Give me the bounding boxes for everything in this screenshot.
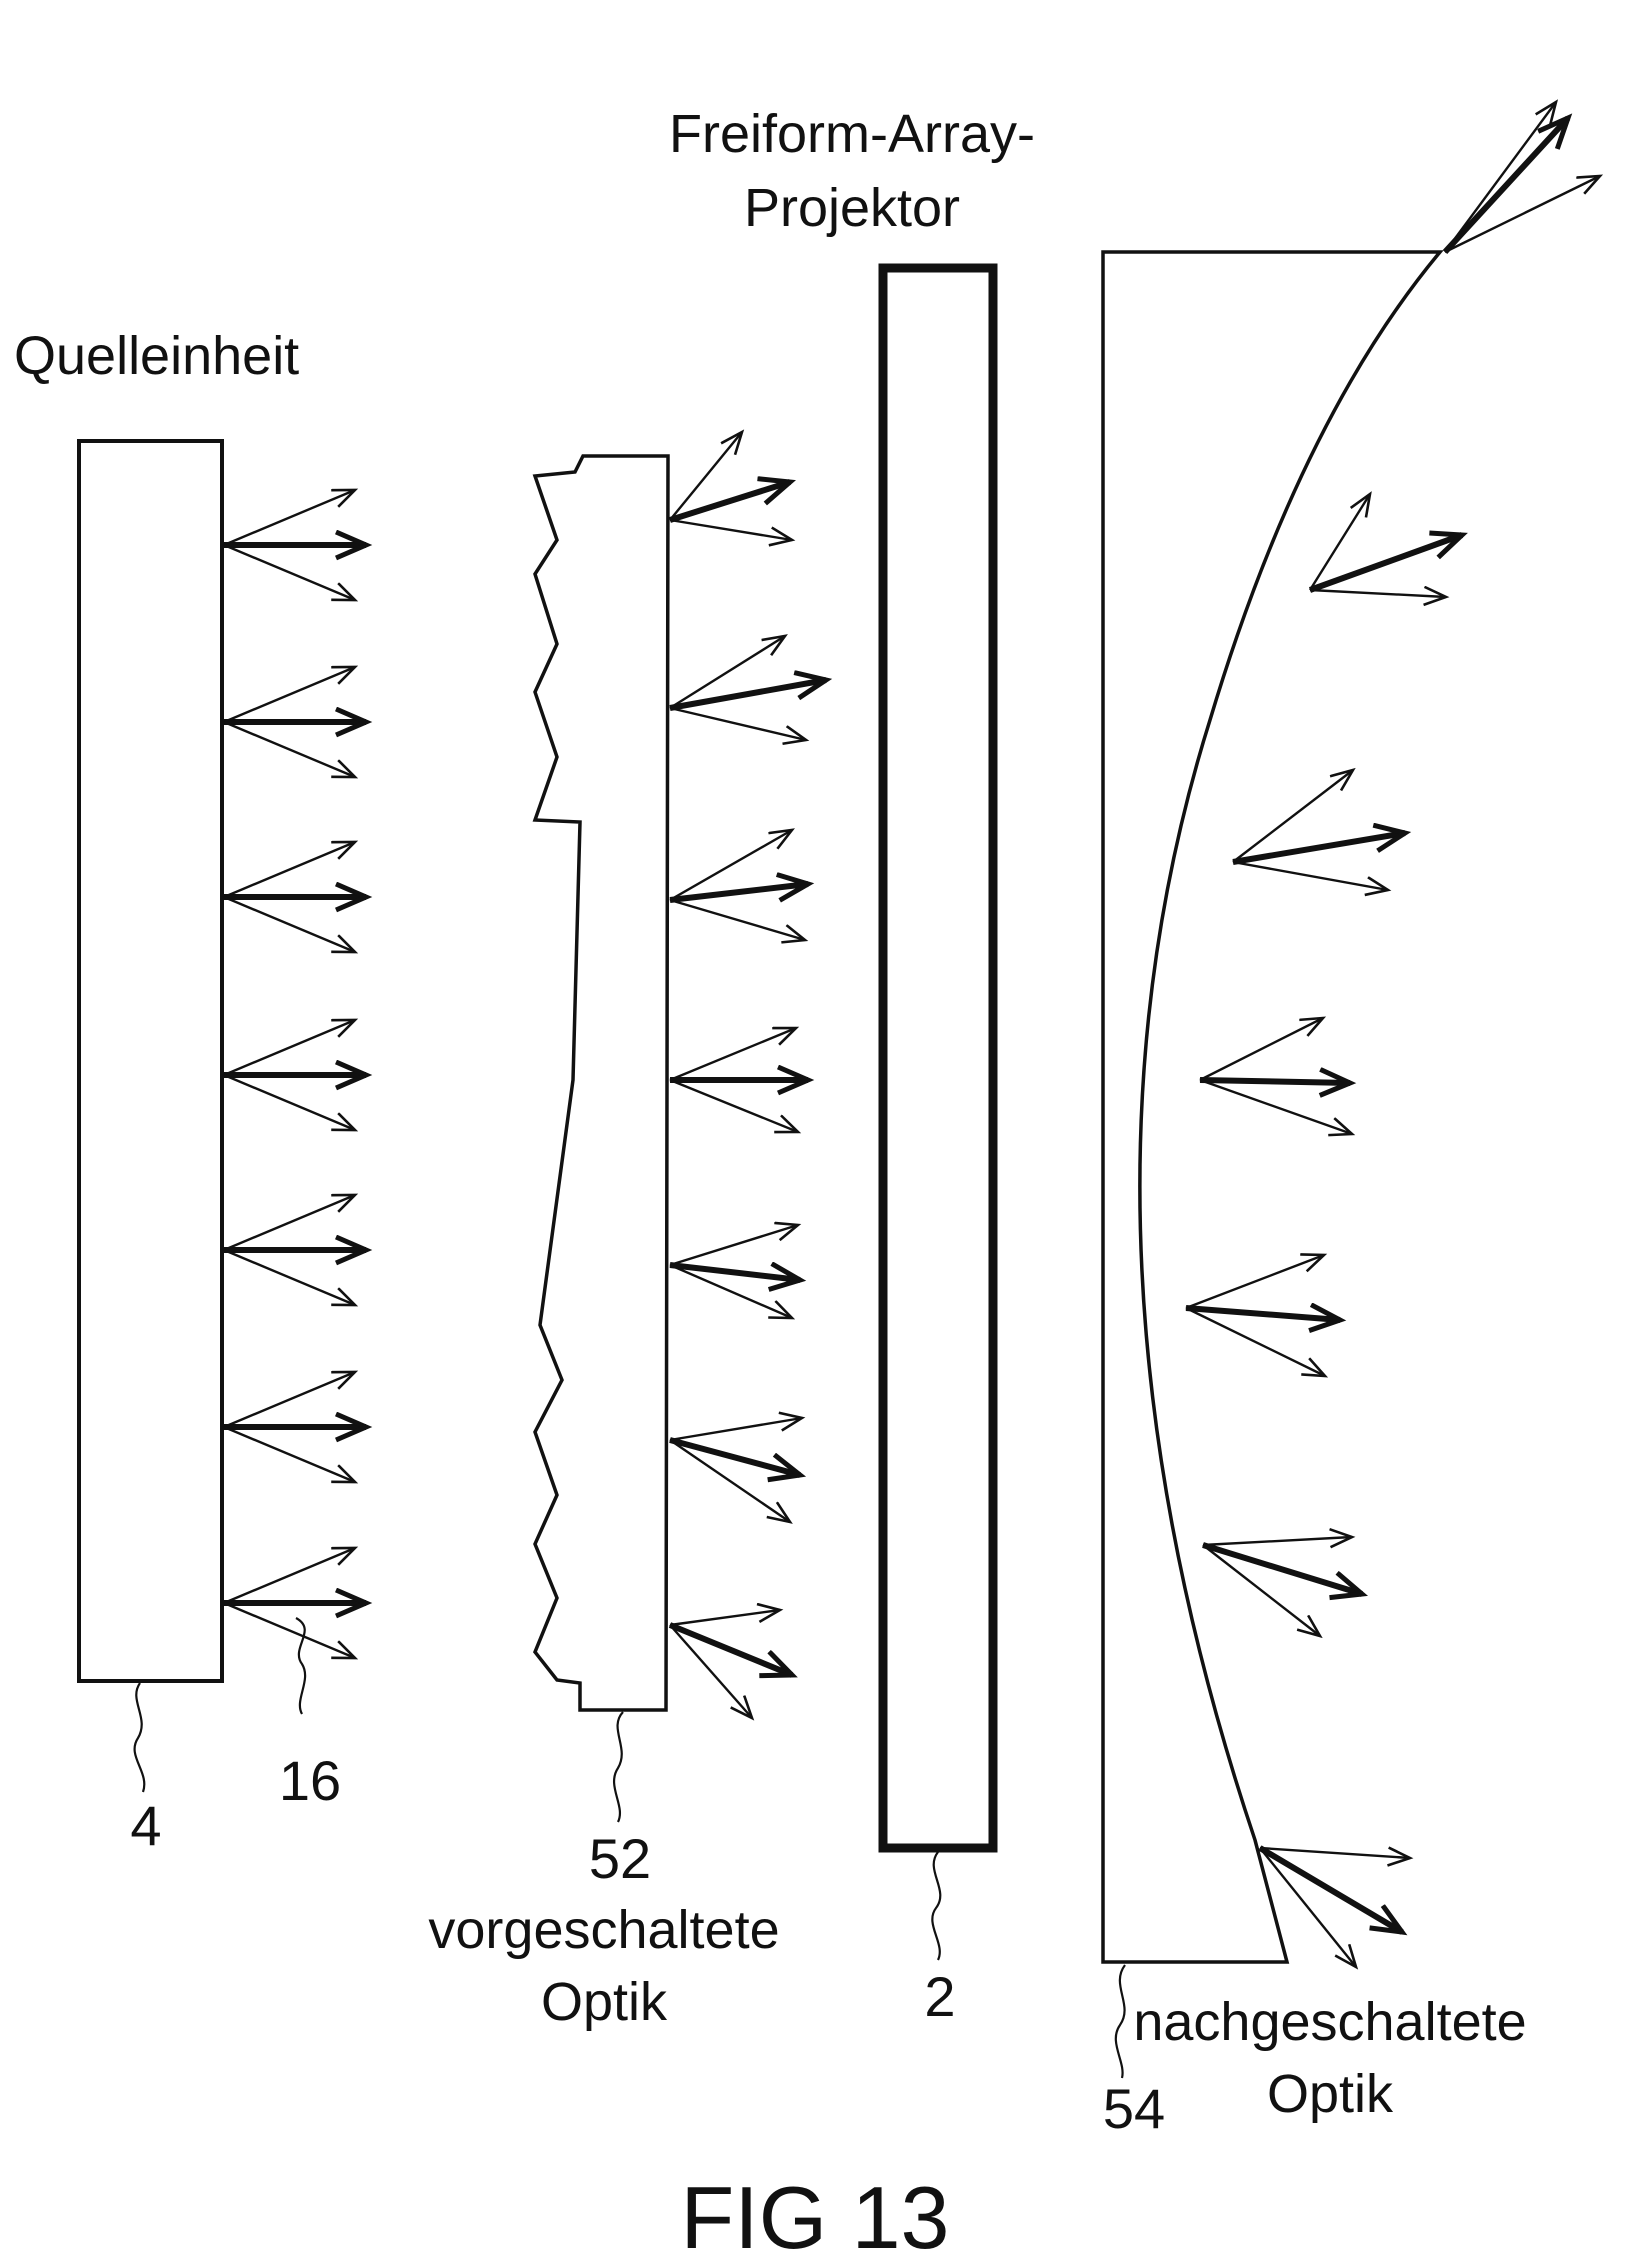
main-beam-arrow <box>670 1625 792 1675</box>
upper-beam-arrow <box>1200 1018 1323 1080</box>
lower-beam-arrow <box>670 900 805 940</box>
pre-optics-caption-line2: Optik <box>541 1972 668 2032</box>
post-optics-caption-line2: Optik <box>1267 2064 1394 2124</box>
lower-beam-arrow <box>670 1080 798 1132</box>
lower-beam-arrow <box>224 545 355 600</box>
upper-beam-arrow <box>224 1372 355 1427</box>
upper-beam-arrow <box>1233 770 1353 862</box>
projector-title-line2: Projektor <box>744 178 960 238</box>
upper-beam-arrow <box>224 490 355 545</box>
lower-beam-arrow <box>224 1075 355 1130</box>
upper-beam-arrow <box>670 1418 802 1440</box>
source-unit-block <box>79 441 222 1681</box>
lower-beam-arrow <box>224 1427 355 1482</box>
main-beam-arrow <box>1260 1848 1402 1932</box>
upper-beam-arrow <box>1445 102 1556 252</box>
upper-beam-arrow <box>224 1548 355 1603</box>
lower-beam-arrow <box>224 897 355 952</box>
projector-block <box>883 268 993 1848</box>
ref-number-post-optics: 54 <box>1103 2077 1165 2140</box>
main-beam-arrow <box>1445 118 1568 252</box>
leader-line-pre-optics <box>614 1712 623 1822</box>
upper-beam-arrow <box>224 667 355 722</box>
leader-line-projector <box>932 1852 940 1960</box>
lower-beam-arrow <box>670 520 792 540</box>
source-unit-title: Quelleinheit <box>14 326 299 386</box>
upper-beam-arrow <box>224 1195 355 1250</box>
upper-beam-arrow <box>670 1225 798 1265</box>
lower-beam-arrow <box>1445 176 1600 252</box>
lower-beam-arrow <box>670 1440 790 1522</box>
post-optics-element <box>1103 252 1440 1962</box>
upper-beam-arrow <box>670 1610 780 1625</box>
main-beam-arrow <box>1200 1080 1350 1083</box>
ref-number-beams: 16 <box>279 1749 341 1812</box>
projector-title-line1: Freiform-Array- <box>669 104 1035 164</box>
leader-line-post-optics <box>1116 1965 1125 2078</box>
main-beam-arrow <box>670 482 790 520</box>
pre-optics-element <box>535 456 668 1710</box>
lower-beam-arrow <box>1203 1545 1320 1636</box>
leader-line-source <box>135 1683 145 1792</box>
lower-beam-arrow <box>224 722 355 777</box>
lower-beam-arrow <box>670 708 806 740</box>
pre-optics-caption-line1: vorgeschaltete <box>428 1900 779 1960</box>
main-beam-arrow <box>1203 1545 1362 1594</box>
lower-beam-arrow <box>1200 1080 1352 1134</box>
ref-number-source: 4 <box>130 1794 161 1857</box>
upper-beam-arrow <box>1310 494 1370 590</box>
lower-beam-arrow <box>224 1603 355 1658</box>
post-optics-caption-line1: nachgeschaltete <box>1133 1992 1526 2052</box>
ref-number-pre-optics: 52 <box>589 1827 651 1890</box>
main-beam-arrow <box>1310 535 1462 590</box>
figure-caption: FIG 13 <box>681 2168 950 2267</box>
upper-beam-arrow <box>1186 1255 1324 1308</box>
main-beam-arrow <box>670 1440 800 1475</box>
lower-beam-arrow <box>224 1250 355 1305</box>
lower-beam-arrow <box>1233 862 1388 890</box>
upper-beam-arrow <box>1203 1537 1352 1545</box>
lower-beam-arrow <box>1310 590 1446 597</box>
ref-number-projector: 2 <box>924 1965 955 2028</box>
upper-beam-arrow <box>670 1028 796 1080</box>
upper-beam-arrow <box>224 842 355 897</box>
upper-beam-arrow <box>1260 1848 1410 1858</box>
beam-layer <box>224 102 1600 1967</box>
leader-line-beams <box>296 1618 305 1714</box>
main-beam-arrow <box>1233 833 1405 862</box>
main-beam-arrow <box>670 884 808 900</box>
upper-beam-arrow <box>224 1020 355 1075</box>
